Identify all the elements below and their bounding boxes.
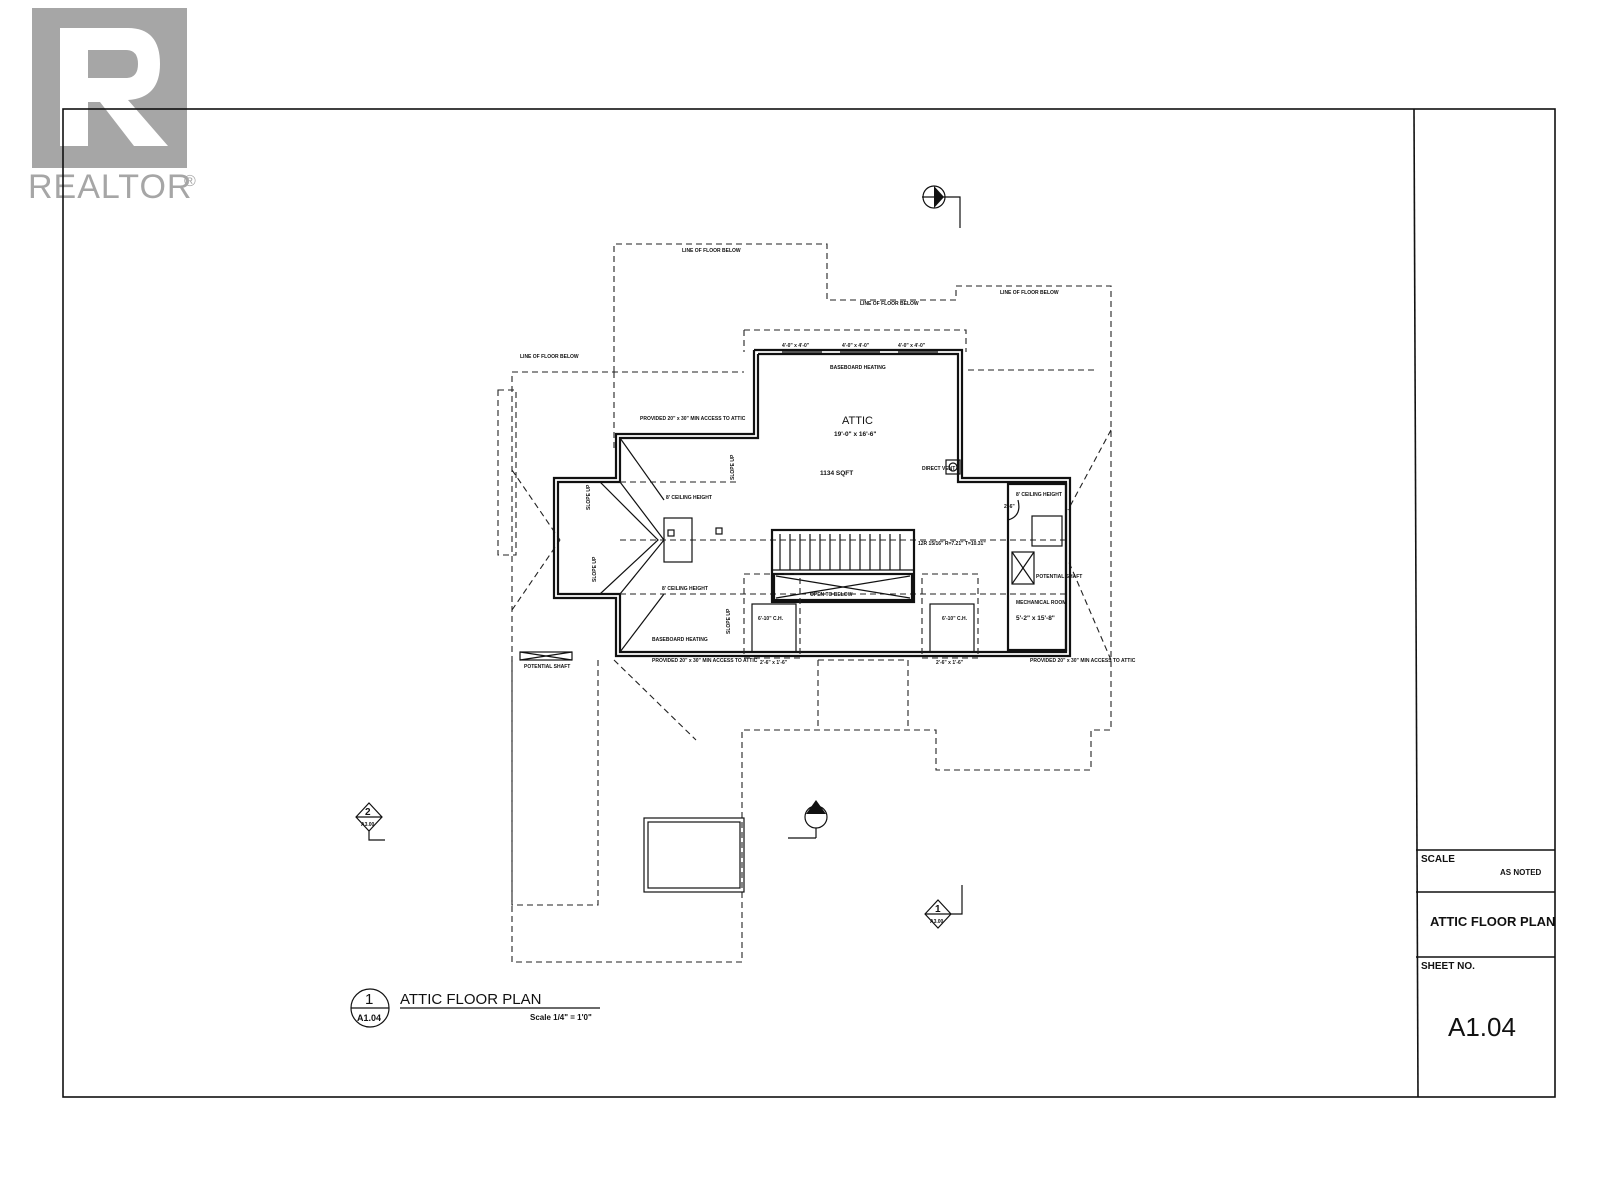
open-to-below: OPEN TO BELOW xyxy=(810,592,853,598)
low-ceiling-right: 6'-10" C.H. 2'-6" x 1'-6" xyxy=(921,573,979,666)
sheet-number: A1.04 xyxy=(1448,1012,1516,1042)
north-marker-top xyxy=(922,185,961,228)
skylight xyxy=(643,817,745,893)
section-2-sheet: A3.00 xyxy=(361,822,375,828)
ceiling-height-left: 8' CEILING HEIGHT xyxy=(666,495,712,501)
realtor-text: REALTOR xyxy=(28,168,192,206)
mechanical-room-name: MECHANICAL ROOM xyxy=(1016,600,1066,606)
attic-floor-plan: LINE OF FLOOR BELOW LINE OF FLOOR BELOW … xyxy=(497,243,1136,963)
low-ceiling-left: 6'-10" C.H. 2'-6" x 1'-6" xyxy=(743,573,801,666)
access-note-bottom: PROVIDED 20" x 30" MIN ACCESS TO ATTIC xyxy=(652,658,758,664)
realtor-watermark: REALTOR ® xyxy=(28,8,196,206)
potential-shaft-right: POTENTIAL SHAFT xyxy=(1036,574,1082,580)
baseboard-heating-bottom: BASEBOARD HEATING xyxy=(652,637,708,643)
section-2-id: 2 xyxy=(365,807,371,818)
drawing-title-text: ATTIC FLOOR PLAN xyxy=(400,991,541,1008)
opening-dim-right: 2'-6" x 1'-6" xyxy=(936,660,964,666)
direct-vent-label: DIRECT VENT xyxy=(922,466,955,472)
floor-below-outline: LINE OF FLOOR BELOW LINE OF FLOOR BELOW … xyxy=(497,243,1112,963)
ch-right: 6'-10" C.H. xyxy=(942,616,968,622)
opening-dim-left: 2'-6" x 1'-6" xyxy=(760,660,788,666)
floor-below-label-mid: LINE OF FLOOR BELOW xyxy=(860,301,919,307)
section-marker-2: 2 A3.00 xyxy=(355,802,385,841)
sheet-border xyxy=(62,108,1556,1098)
title-block-divider xyxy=(1413,108,1419,1098)
floor-below-label-left: LINE OF FLOOR BELOW xyxy=(520,354,579,360)
stair-note: 12R 15/16" R=7.21" T=10.31" xyxy=(918,541,986,547)
realtor-registered-mark: ® xyxy=(184,173,196,190)
drawing-scale: Scale 1/4" = 1'0" xyxy=(530,1013,592,1022)
window-dim-3: 4'-0" x 4'-0" xyxy=(898,343,926,349)
access-note-left: PROVIDED 20" x 30" MIN ACCESS TO ATTIC xyxy=(640,416,746,422)
title-block-drawing-title: ATTIC FLOOR PLAN xyxy=(1430,914,1555,929)
section-1-id: 1 xyxy=(935,904,941,915)
realtor-r-logo-icon xyxy=(32,8,187,168)
drawing-sheet-ref: A1.04 xyxy=(357,1013,381,1023)
closet-dim: 2'-6" xyxy=(1004,504,1015,510)
section-1-sheet: A3.00 xyxy=(930,919,944,925)
slope-up-1: SLOPE UP xyxy=(586,484,592,510)
slope-up-4: SLOPE UP xyxy=(726,608,732,634)
title-block: SCALE AS NOTED ATTIC FLOOR PLAN SHEET NO… xyxy=(1416,849,1555,1042)
mechanical-room: 2'-6" POTENTIAL SHAFT MECHANICAL ROOM 5'… xyxy=(1004,482,1082,652)
section-marker-1: 1 A3.00 xyxy=(924,885,963,929)
attic-walls xyxy=(552,348,1072,658)
potential-shaft-left: POTENTIAL SHAFT xyxy=(519,651,573,670)
direct-vent: DIRECT VENT xyxy=(922,459,961,475)
slope-up-2: SLOPE UP xyxy=(592,556,598,582)
ch-left: 6'-10" C.H. xyxy=(758,616,784,622)
attic-room-area: 1134 SQFT xyxy=(820,470,853,477)
scale-label: SCALE xyxy=(1421,854,1455,865)
attic-room-name: ATTIC xyxy=(842,415,873,427)
slope-up-3: SLOPE UP xyxy=(730,454,736,480)
floor-below-label-top: LINE OF FLOOR BELOW xyxy=(682,248,741,254)
mechanical-room-dims: 5'-2" x 15'-8" xyxy=(1016,615,1055,622)
potential-shaft-left-label: POTENTIAL SHAFT xyxy=(524,664,570,670)
window-dim-2: 4'-0" x 4'-0" xyxy=(842,343,870,349)
drawing-title: 1 A1.04 ATTIC FLOOR PLAN Scale 1/4" = 1'… xyxy=(350,988,600,1028)
drawing-number: 1 xyxy=(365,991,373,1008)
scale-value: AS NOTED xyxy=(1500,868,1542,877)
ceiling-height-right: 8' CEILING HEIGHT xyxy=(1016,492,1062,498)
access-note-right: PROVIDED 20" x 30" MIN ACCESS TO ATTIC xyxy=(1030,658,1136,664)
window-dim-1: 4'-0" x 4'-0" xyxy=(782,343,810,349)
baseboard-heating-top: BASEBOARD HEATING xyxy=(830,365,886,371)
floor-below-label-right: LINE OF FLOOR BELOW xyxy=(1000,290,1059,296)
sheet-number-label: SHEET NO. xyxy=(1421,961,1475,972)
staircase: OPEN TO BELOW 12R 15/16" R=7.21" T=10.31… xyxy=(770,528,986,604)
attic-room-dims: 19'-0" x 16'-6" xyxy=(834,431,877,438)
elevation-marker-bottom xyxy=(788,800,828,839)
ceiling-height-mid: 8' CEILING HEIGHT xyxy=(662,586,708,592)
top-windows: 4'-0" x 4'-0" 4'-0" x 4'-0" 4'-0" x 4'-0… xyxy=(782,343,938,353)
